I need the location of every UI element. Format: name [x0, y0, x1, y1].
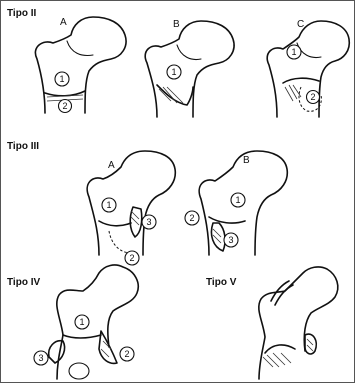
section-title-tipo-ii: Tipo II — [7, 8, 36, 19]
fragment-1-label: 1 — [291, 47, 296, 57]
femur-tipo-ii-a: A 1 2 — [35, 17, 126, 113]
fragment-2-label: 2 — [310, 92, 315, 102]
femur-outline — [57, 265, 138, 379]
femur-outline — [87, 151, 175, 255]
femur-tipo-iii-a: A 1 3 2 — [87, 151, 175, 265]
fragment-2-label: 2 — [129, 253, 134, 263]
fracture-line-upper — [283, 78, 319, 83]
fragment-3-label: 3 — [228, 235, 233, 245]
section-title-tipo-iv: Tipo IV — [7, 277, 40, 288]
variant-letter-b: B — [173, 19, 180, 30]
variant-letter-b: B — [243, 155, 250, 166]
fracture-shading — [285, 85, 301, 101]
femur-outline — [35, 17, 126, 113]
section-title-tipo-v: Tipo V — [206, 277, 237, 288]
femur-neck-line — [67, 41, 93, 55]
fragment-shading — [101, 341, 111, 357]
femur-neck-line — [177, 45, 201, 59]
trochanter-piece — [305, 334, 316, 354]
section-title-tipo-iii: Tipo III — [7, 141, 39, 152]
shaft-cross-section — [69, 363, 89, 379]
femur-tipo-ii-b: B 1 — [145, 19, 234, 117]
femur-tipo-iii-b: B 1 2 3 — [185, 151, 287, 255]
fragment-1-label: 1 — [79, 317, 84, 327]
femur-outline — [259, 267, 338, 379]
fragment-3-label: 3 — [146, 217, 151, 227]
variant-letter-a: A — [60, 17, 67, 28]
fragment-2-label: 2 — [62, 101, 67, 111]
fragment-3-label: 3 — [38, 353, 43, 363]
variant-letter-a: A — [108, 160, 115, 171]
fracture-line-lower — [265, 345, 295, 353]
lesser-trochanter-fragment — [211, 223, 225, 251]
fragment-1-label: 1 — [171, 67, 176, 77]
fragment-2-label: 2 — [124, 349, 129, 359]
fragment-shading — [131, 211, 139, 225]
fracture-line — [99, 221, 131, 226]
femur-tipo-ii-c: C 1 2 — [267, 19, 349, 117]
femur-tipo-v — [259, 267, 338, 379]
femur-outline — [267, 21, 349, 117]
fragment-2-label: 2 — [189, 213, 194, 223]
fracture-line-oblique-2 — [275, 285, 293, 305]
fragment-shading — [307, 339, 313, 351]
fracture-line — [63, 335, 101, 338]
fragment-shading — [213, 229, 221, 243]
fragment-2-dashed-outline — [109, 231, 131, 253]
fragment-1-label: 1 — [59, 74, 64, 84]
fragment-1-label: 1 — [106, 200, 111, 210]
fragment-3-piece — [49, 341, 65, 363]
femur-tipo-iv: 1 3 2 — [34, 265, 138, 379]
fragment-1-label: 1 — [235, 195, 240, 205]
comminution-shading — [263, 353, 291, 367]
fracture-line — [209, 217, 245, 223]
femur-outline — [145, 21, 234, 117]
